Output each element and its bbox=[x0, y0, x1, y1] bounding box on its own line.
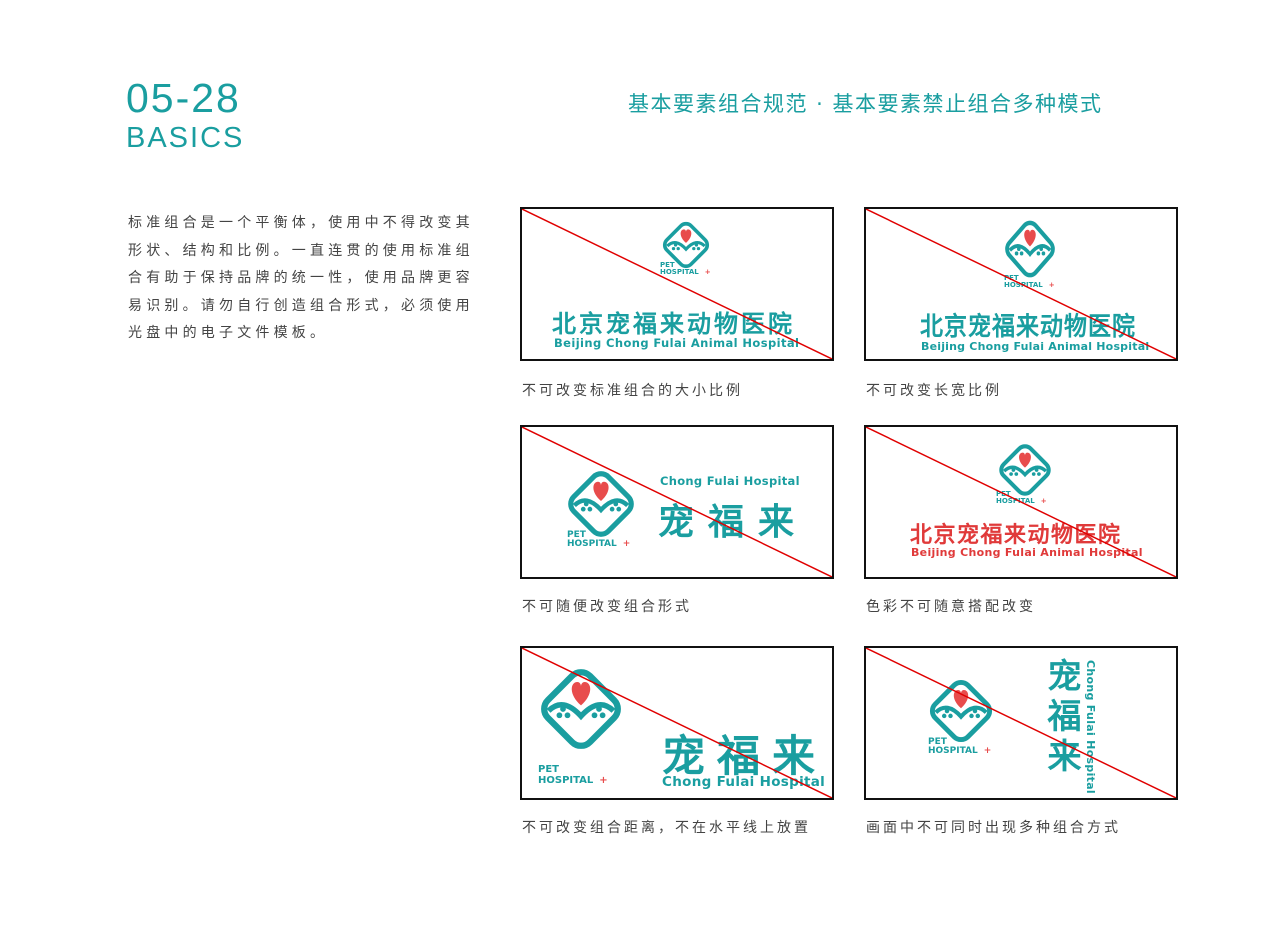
hospital-label: HOSPITAL bbox=[928, 746, 978, 757]
brand-name-cn: 宠福来 bbox=[658, 502, 809, 543]
example-caption-4: 色彩不可随意搭配改变 bbox=[866, 599, 1036, 615]
brand-name-cn: 北京宠福来动物医院 bbox=[920, 313, 1136, 342]
hospital-label: HOSPITAL bbox=[1004, 281, 1043, 290]
page-number: 05-28 bbox=[126, 75, 241, 121]
brand-name-cn: 北京宠福来动物医院 bbox=[552, 310, 795, 338]
plus-icon: + bbox=[704, 268, 711, 277]
brand-name-en: Chong Fulai Hospital bbox=[662, 774, 826, 790]
hospital-label: HOSPITAL bbox=[996, 497, 1035, 506]
brand-name-en: Beijing Chong Fulai Animal Hospital bbox=[554, 336, 800, 350]
plus-icon: + bbox=[983, 746, 992, 757]
example-frame-6: PET HOSPITAL+ 宠福来 Chong Fulai Hospital bbox=[864, 646, 1178, 800]
example-frame-3: PET HOSPITAL+ Chong Fulai Hospital 宠福来 bbox=[520, 425, 834, 579]
example-caption-3: 不可随便改变组合形式 bbox=[522, 599, 692, 615]
page-title: 基本要素组合规范 · 基本要素禁止组合多种模式 bbox=[628, 92, 1103, 116]
hospital-label: HOSPITAL bbox=[660, 268, 699, 277]
pet-hospital-mark: PET HOSPITAL+ bbox=[567, 530, 631, 550]
brand-name-cn-vertical: 宠福来 bbox=[1041, 658, 1081, 778]
hospital-label: HOSPITAL bbox=[567, 539, 617, 550]
section-label: BASICS bbox=[126, 122, 245, 154]
example-frame-5: PET HOSPITAL+ 宠福来 Chong Fulai Hospital bbox=[520, 646, 834, 800]
example-caption-5: 不可改变组合距离，不在水平线上放置 bbox=[522, 820, 811, 836]
dog-face-heart-icon bbox=[1002, 217, 1058, 281]
plus-icon: + bbox=[599, 774, 608, 786]
plus-icon: + bbox=[622, 539, 631, 550]
pet-label: PET bbox=[538, 764, 559, 775]
example-frame-4: PET HOSPITAL+ 北京宠福来动物医院 Beijing Chong Fu… bbox=[864, 425, 1178, 579]
example-frame-2: PET HOSPITAL+ 北京宠福来动物医院 Beijing Chong Fu… bbox=[864, 207, 1178, 361]
example-caption-2: 不可改变长宽比例 bbox=[866, 383, 1002, 399]
prohibited-slash bbox=[866, 648, 1176, 798]
brand-name-en: Beijing Chong Fulai Animal Hospital bbox=[921, 340, 1150, 353]
pet-hospital-mark: PET HOSPITAL+ bbox=[660, 261, 711, 277]
example-caption-6: 画面中不可同时出现多种组合方式 bbox=[866, 820, 1121, 836]
brand-name-cn-red: 北京宠福来动物医院 bbox=[910, 523, 1122, 548]
plus-icon: + bbox=[1048, 281, 1055, 290]
dog-face-heart-icon bbox=[536, 664, 626, 754]
pet-hospital-mark: PET HOSPITAL+ bbox=[996, 490, 1047, 506]
brand-name-en-red: Beijing Chong Fulai Animal Hospital bbox=[911, 546, 1143, 559]
dog-face-heart-icon bbox=[926, 676, 996, 746]
pet-hospital-mark: PET HOSPITAL + bbox=[538, 764, 608, 786]
plus-icon: + bbox=[1040, 497, 1047, 506]
brand-name-en-vertical: Chong Fulai Hospital bbox=[1084, 660, 1097, 794]
pet-hospital-mark: PET HOSPITAL+ bbox=[928, 737, 992, 757]
brand-name-en: Chong Fulai Hospital bbox=[660, 474, 800, 488]
hospital-label: HOSPITAL bbox=[538, 774, 594, 786]
pet-hospital-mark: PET HOSPITAL+ bbox=[1004, 274, 1055, 290]
example-frame-1: PET HOSPITAL+ 北京宠福来动物医院 Beijing Chong Fu… bbox=[520, 207, 834, 361]
intro-paragraph: 标准组合是一个平衡体，使用中不得改变其形状、结构和比例。一直连贯的使用标准组合有… bbox=[128, 215, 474, 341]
example-caption-1: 不可改变标准组合的大小比例 bbox=[522, 383, 743, 399]
